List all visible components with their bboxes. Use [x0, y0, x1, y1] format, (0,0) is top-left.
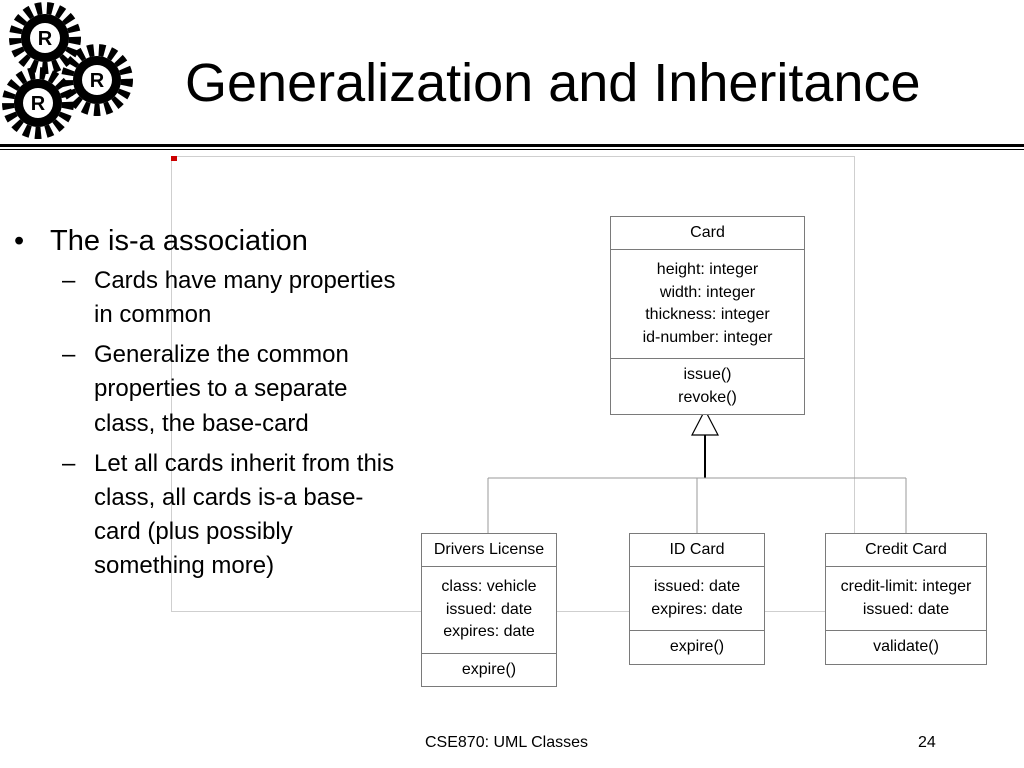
operation: revoke() [678, 388, 737, 406]
class-attributes: credit-limit: integer issued: date [826, 566, 986, 630]
bullet-list: • The is-a association – Cards have many… [14, 224, 409, 583]
embedded-object-marker [171, 156, 177, 161]
bullet-marker: • [14, 225, 25, 257]
dash-marker: – [62, 341, 76, 369]
bullet-item: • The is-a association [14, 224, 409, 258]
class-attributes: height: integer width: integer thickness… [611, 249, 804, 358]
operation: validate() [873, 638, 939, 655]
page-number: 24 [918, 734, 936, 751]
slide-title: Generalization and Inheritance [185, 53, 921, 113]
attribute: credit-limit: integer [840, 578, 972, 595]
class-drivers-license: Drivers License class: vehicle issued: d… [421, 533, 557, 687]
subbullet-text: Generalize the common properties to a se… [94, 341, 349, 437]
class-attributes: issued: date expires: date [630, 566, 764, 630]
gear-logo: R R R [2, 2, 133, 139]
attribute: expires: date [651, 600, 743, 618]
class-card: Card height: integer width: integer thic… [610, 216, 805, 415]
operation: issue() [683, 366, 732, 383]
class-id-card: ID Card issued: date expires: date expir… [629, 533, 765, 665]
subbullet-text: Cards have many properties in common [94, 267, 396, 329]
attribute: width: integer [659, 283, 756, 301]
gear-icon-bottom: R [2, 67, 74, 139]
class-name: Credit Card [865, 541, 947, 558]
class-attributes: class: vehicle issued: date expires: dat… [422, 566, 556, 653]
dash-marker: – [62, 267, 76, 295]
attribute: issued: date [862, 600, 950, 618]
class-operations: issue() revoke() [611, 358, 804, 414]
subbullet-item: – Generalize the common properties to a … [14, 338, 409, 440]
attribute: expires: date [443, 623, 535, 640]
gear-icon-top: R [9, 2, 81, 74]
operation: expire() [461, 660, 517, 678]
class-operations: validate() [826, 630, 986, 664]
title-rule-thin [0, 149, 1024, 150]
attribute: class: vehicle [441, 578, 537, 595]
attribute: issued: date [653, 578, 741, 595]
gear-letter-bottom: R [31, 93, 46, 115]
dash-marker: – [62, 449, 76, 477]
bullet-text: The is-a association [50, 225, 308, 257]
attribute: id-number: integer [642, 328, 773, 346]
class-operations: expire() [630, 630, 764, 664]
class-name: Card [690, 224, 725, 241]
class-name: Drivers License [433, 541, 545, 558]
gear-letter-right: R [90, 70, 105, 92]
subbullet-item: – Cards have many properties in common [14, 264, 409, 332]
subbullet-text: Let all cards inherit from this class, a… [94, 449, 395, 579]
gear-icon-right: R [61, 44, 133, 116]
class-credit-card: Credit Card credit-limit: integer issued… [825, 533, 987, 665]
footer-course: CSE870: UML Classes [425, 734, 589, 751]
attribute: thickness: integer [645, 306, 770, 323]
operation: expire() [669, 638, 725, 655]
title-rule-thick [0, 144, 1024, 147]
gear-letter-top: R [38, 28, 53, 50]
class-name: ID Card [669, 541, 725, 558]
subbullet-item: – Let all cards inherit from this class,… [14, 447, 409, 583]
class-operations: expire() [422, 652, 556, 687]
attribute: issued: date [445, 600, 533, 618]
attribute: height: integer [656, 261, 759, 278]
